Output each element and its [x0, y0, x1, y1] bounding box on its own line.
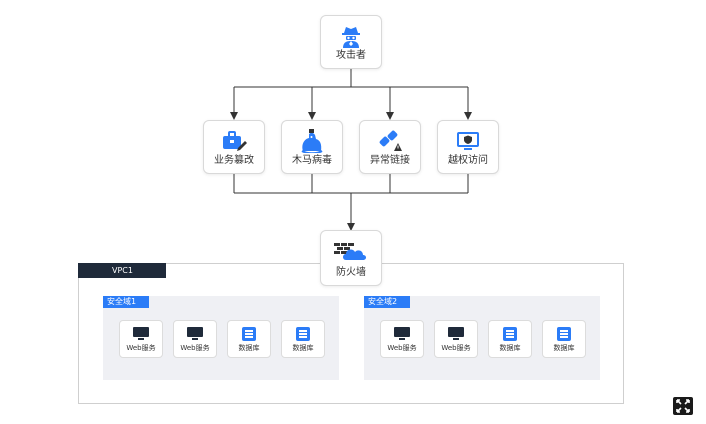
monitor-shield-icon: [457, 132, 479, 150]
monitor-icon: [187, 327, 203, 340]
attacker-node[interactable]: 攻击者: [320, 15, 382, 69]
threat-node-link[interactable]: 异常链接: [359, 120, 421, 174]
server-label: Web服务: [387, 344, 417, 352]
server-card[interactable]: Web服务: [173, 320, 217, 358]
server-label: 数据库: [238, 344, 260, 352]
vpc-label: VPC1: [78, 263, 166, 278]
trojan-horse-icon: [301, 129, 323, 153]
server-label: 数据库: [499, 344, 521, 352]
hacker-icon: [342, 27, 360, 48]
server-card[interactable]: 数据库: [542, 320, 586, 358]
firewall-node[interactable]: 防火墙: [320, 230, 382, 286]
server-card[interactable]: 数据库: [281, 320, 325, 358]
threat-node-privilege[interactable]: 越权访问: [437, 120, 499, 174]
database-icon: [557, 327, 571, 341]
fullscreen-button[interactable]: [673, 397, 693, 415]
briefcase-edit-icon: [223, 131, 247, 151]
threat-label-4: 越权访问: [448, 155, 488, 166]
server-label: Web服务: [180, 344, 210, 352]
server-label: Web服务: [441, 344, 471, 352]
broken-link-icon: [379, 130, 402, 151]
threat-label-1: 业务篡改: [214, 155, 254, 166]
server-card[interactable]: 数据库: [488, 320, 532, 358]
threat-label-3: 异常链接: [370, 155, 410, 166]
server-label: 数据库: [553, 344, 575, 352]
server-card[interactable]: Web服务: [119, 320, 163, 358]
zone-tag-2: 安全域2: [364, 296, 410, 308]
firewall-cloud-icon: [334, 243, 366, 260]
database-icon: [296, 327, 310, 341]
server-label: Web服务: [126, 344, 156, 352]
database-icon: [242, 327, 256, 341]
firewall-label: 防火墙: [336, 267, 366, 278]
expand-icon: [676, 399, 690, 413]
server-card[interactable]: 数据库: [227, 320, 271, 358]
monitor-icon: [133, 327, 149, 340]
monitor-icon: [448, 327, 464, 340]
attacker-label: 攻击者: [336, 50, 366, 61]
threat-node-tamper[interactable]: 业务篡改: [203, 120, 265, 174]
threat-label-2: 木马病毒: [292, 155, 332, 166]
server-label: 数据库: [292, 344, 314, 352]
server-card[interactable]: Web服务: [380, 320, 424, 358]
server-card[interactable]: Web服务: [434, 320, 478, 358]
zone-tag-1: 安全域1: [103, 296, 149, 308]
database-icon: [503, 327, 517, 341]
monitor-icon: [394, 327, 410, 340]
threat-node-trojan[interactable]: 木马病毒: [281, 120, 343, 174]
